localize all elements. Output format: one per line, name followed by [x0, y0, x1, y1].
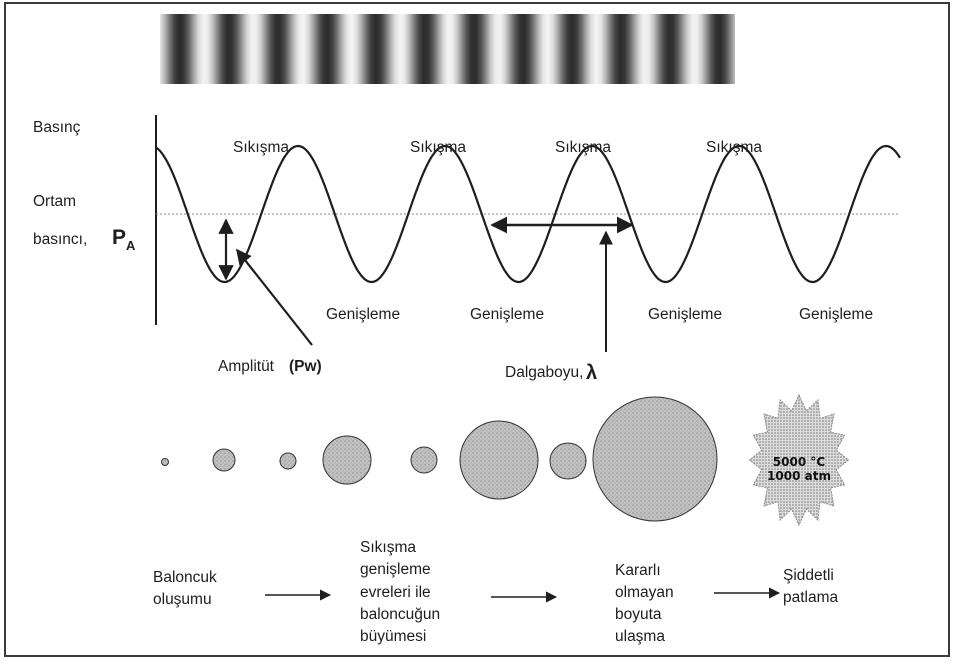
expansion-label: Genişleme: [326, 306, 400, 323]
burst-pressure: 1000 atm: [767, 469, 831, 483]
compression-label: Sıkışma: [706, 139, 762, 156]
stage-caption-growth: Sıkışma genişleme evreleri ile baloncuğu…: [360, 539, 444, 645]
bubble-stage-5: [411, 447, 437, 473]
expansion-label: Genişleme: [470, 306, 544, 323]
expansion-label: Genişleme: [648, 306, 722, 323]
compression-label: Sıkışma: [555, 139, 611, 156]
expansion-label: Genişleme: [799, 306, 873, 323]
amplitude-symbol: (Pw): [289, 358, 322, 375]
compression-label: Sıkışma: [410, 139, 466, 156]
stage-caption-bubble-formation: Baloncuk oluşumu: [153, 569, 221, 608]
amplitude-pointer: [237, 250, 312, 345]
wavelength-symbol: λ: [586, 362, 597, 384]
ambient-label-line1: Ortam: [33, 193, 76, 210]
wavelength-label: Dalgaboyu,: [505, 364, 583, 381]
ambient-symbol: P: [112, 226, 126, 249]
stage-caption-unstable-size: Kararlı olmayan boyuta ulaşma: [615, 562, 678, 645]
stage-caption-violent-collapse: Şiddetli patlama: [783, 567, 839, 606]
ambient-subscript: A: [126, 238, 136, 253]
bubble-stage-3: [280, 453, 296, 469]
bubble-stage-7: [550, 443, 586, 479]
burst-temperature: 5000 °C: [773, 455, 826, 469]
compression-label: Sıkışma: [233, 139, 289, 156]
bubble-stage-8: [593, 397, 717, 521]
amplitude-label: Amplitüt: [218, 358, 275, 375]
bubble-stage-2: [213, 449, 235, 471]
pressure-label: Basınç: [33, 119, 81, 136]
bubble-stage-1: [162, 459, 169, 466]
ambient-label-line2: basıncı,: [33, 231, 87, 248]
pressure-band: [160, 14, 735, 84]
bubble-stage-6: [460, 421, 538, 499]
bubble-stage-4: [323, 436, 371, 484]
